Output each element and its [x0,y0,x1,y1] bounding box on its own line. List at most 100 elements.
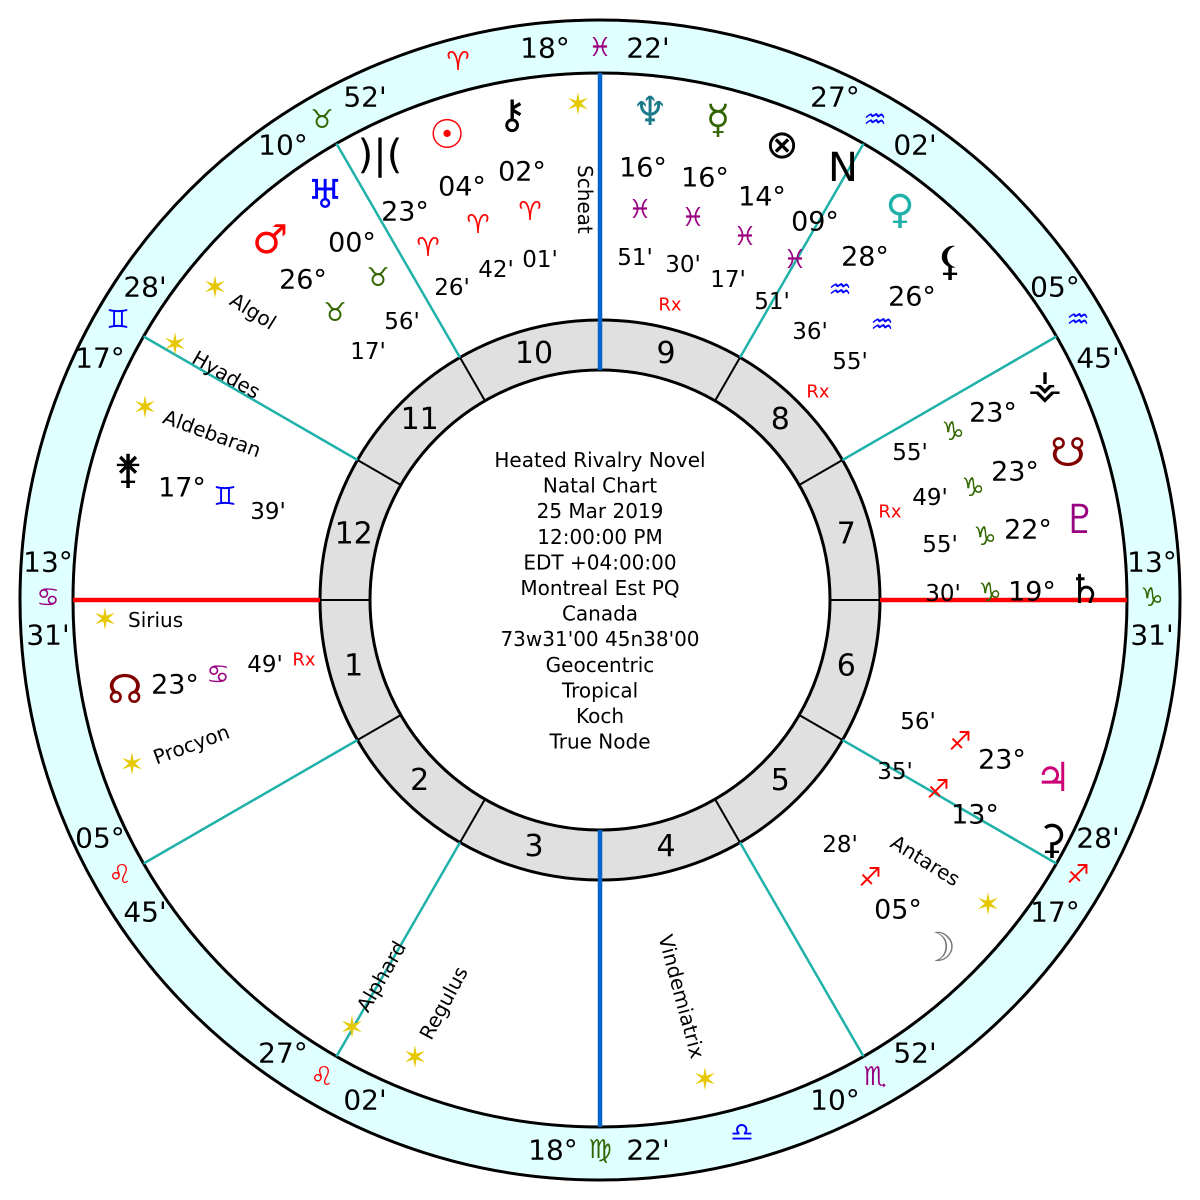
planet-minute: 51' [617,245,653,271]
planet-minute: 30' [925,581,961,607]
planet-moon[interactable]: ☽05°♐28' [822,832,956,971]
pluto-icon: ♇ [1062,497,1098,543]
planet-vertex[interactable]: )|(23°♈26' [358,132,470,301]
planet-minute: 39' [250,499,286,525]
house-number: 1 [344,648,363,683]
planet-degree: 23° [969,398,1017,429]
zodiac-sign-icon: ♒ [870,310,893,340]
planet-degree: 23° [381,197,429,228]
planet-fortune[interactable]: ⊗14°♓17' [710,122,799,293]
cusp-degree: 18° [528,1134,578,1167]
planet-vesta[interactable]: ⚶23°♑55' [892,362,1062,466]
fixed-star-scheat[interactable]: ✶Scheat [565,88,597,234]
house-cusp-line [335,841,462,1058]
planet-minute: 55' [892,440,928,466]
planet-venus[interactable]: ♀28°♒36' [792,187,914,345]
mercury-icon: ☿ [706,97,731,143]
planet-juno[interactable]: ⚵17°♊39' [113,447,285,525]
planet-minute: 35' [877,759,913,785]
planet-lilith[interactable]: ⚸26°♒55'Rx [806,239,964,403]
planet-minute: 55' [832,349,868,375]
planet-degree: 14° [738,182,786,213]
zodiac-sign-icon: ♑ [961,473,984,503]
planet-degree: 26° [279,265,327,296]
planet-degree: 16° [681,163,729,194]
house-divider [714,357,741,402]
planet-jupiter[interactable]: ♃23°♐56' [900,709,1071,801]
juno-icon: ⚵ [113,447,142,493]
planet-mercury[interactable]: ☿16°♓30'Rx [658,97,730,316]
cusp-minute: 22' [626,1134,669,1167]
retrograde-marker: Rx [292,650,316,671]
cusp-minute: 52' [893,1037,936,1070]
house-number: 5 [771,763,790,798]
chart-info-line: Natal Chart [543,474,657,498]
sign-aquarius-icon: ♒ [863,105,886,135]
neptune-icon: ♆ [632,89,668,135]
npoint-icon: N [828,145,858,191]
venus-icon: ♀ [885,187,914,233]
planet-degree: 02° [498,157,546,188]
cusp-3-label: 27° ♌ 02' [258,1037,386,1117]
zodiac-sign-icon: ♑ [973,522,996,552]
planet-degree: 16° [619,153,667,184]
planet-chiron[interactable]: ⚷02°♈01' [497,92,557,273]
planet-degree: 05° [874,895,922,926]
planet-pluto[interactable]: ♇22°♑55' [922,497,1098,558]
planet-north-node[interactable]: ☊23°♋49'Rx [107,650,316,714]
cusp-12-label: 17° ♊ 28' [75,271,166,375]
planet-minute: 42' [478,257,514,283]
fortune-icon: ⊗ [765,122,799,168]
star-icon: ✶ [132,391,157,426]
ceres-icon: ⚳ [1037,817,1066,863]
planet-south-node[interactable]: ☋23°♑49'Rx [878,430,1085,523]
fixed-star-sirius[interactable]: ✶Sirius [92,603,183,638]
retrograde-marker: Rx [878,502,902,523]
planet-saturn[interactable]: ♄19°♑30' [925,567,1103,613]
house-number: 8 [771,402,790,437]
cusp-minute: 31' [1130,619,1173,652]
zodiac-sign-icon: ♋ [206,660,229,690]
chiron-icon: ⚷ [497,92,526,138]
planet-minute: 56' [384,309,420,335]
planet-degree: 28° [841,242,889,273]
planet-ceres[interactable]: ⚳13°♐35' [877,759,1066,863]
star-icon: ✶ [692,1063,717,1098]
chart-info-line: Montreal Est PQ [520,576,679,600]
planet-minute: 49' [912,485,948,511]
star-icon: ✶ [202,271,227,306]
house-divider [357,459,402,486]
planet-neptune[interactable]: ♆ 16° ♓ 51' [617,89,668,271]
planet-sun[interactable]: ☉04°♈42' [429,112,514,283]
moon-icon: ☽ [920,925,956,971]
sign-leo-icon: ♌ [310,1062,333,1092]
zodiac-sign-icon: ♓ [733,222,756,252]
cusp-minute: 02' [893,129,936,162]
cusp-degree: 27° [258,1037,308,1070]
zodiac-sign-icon: ♈ [518,197,541,227]
chart-info-line: Geocentric [546,653,655,677]
house-cusp-line [841,738,1058,865]
sign-virgo-icon: ♍ [588,1135,611,1165]
house-number: 10 [515,336,553,371]
cusp-minute: 22' [626,32,669,65]
planet-mars[interactable]: ♂26°♉17' [252,217,386,365]
house-number: 2 [410,763,429,798]
zodiac-sign-icon: ♓ [628,195,651,225]
house-cusp-line [738,841,865,1058]
star-icon: ✶ [92,603,117,638]
south-node-icon: ☋ [1050,430,1086,476]
planet-uranus[interactable]: ♅00°♉56' [307,172,420,335]
chart-info-line: 12:00:00 PM [537,525,663,549]
saturn-icon: ♄ [1067,567,1103,613]
planet-minute: 49' [247,652,283,678]
cusp-asc-label: 13° ♋ 31' [23,546,73,652]
cusp-minute: 31' [26,619,69,652]
cusp-dsc-label: 13° ♑ 31' [1127,546,1177,652]
house-number: 3 [524,829,543,864]
house-divider [459,798,486,843]
vesta-icon: ⚶ [1028,362,1062,408]
planet-npoint[interactable]: N09°♓51' [754,145,858,315]
chart-info-line: 25 Mar 2019 [537,499,664,523]
zodiac-sign-icon: ♐ [948,727,971,757]
